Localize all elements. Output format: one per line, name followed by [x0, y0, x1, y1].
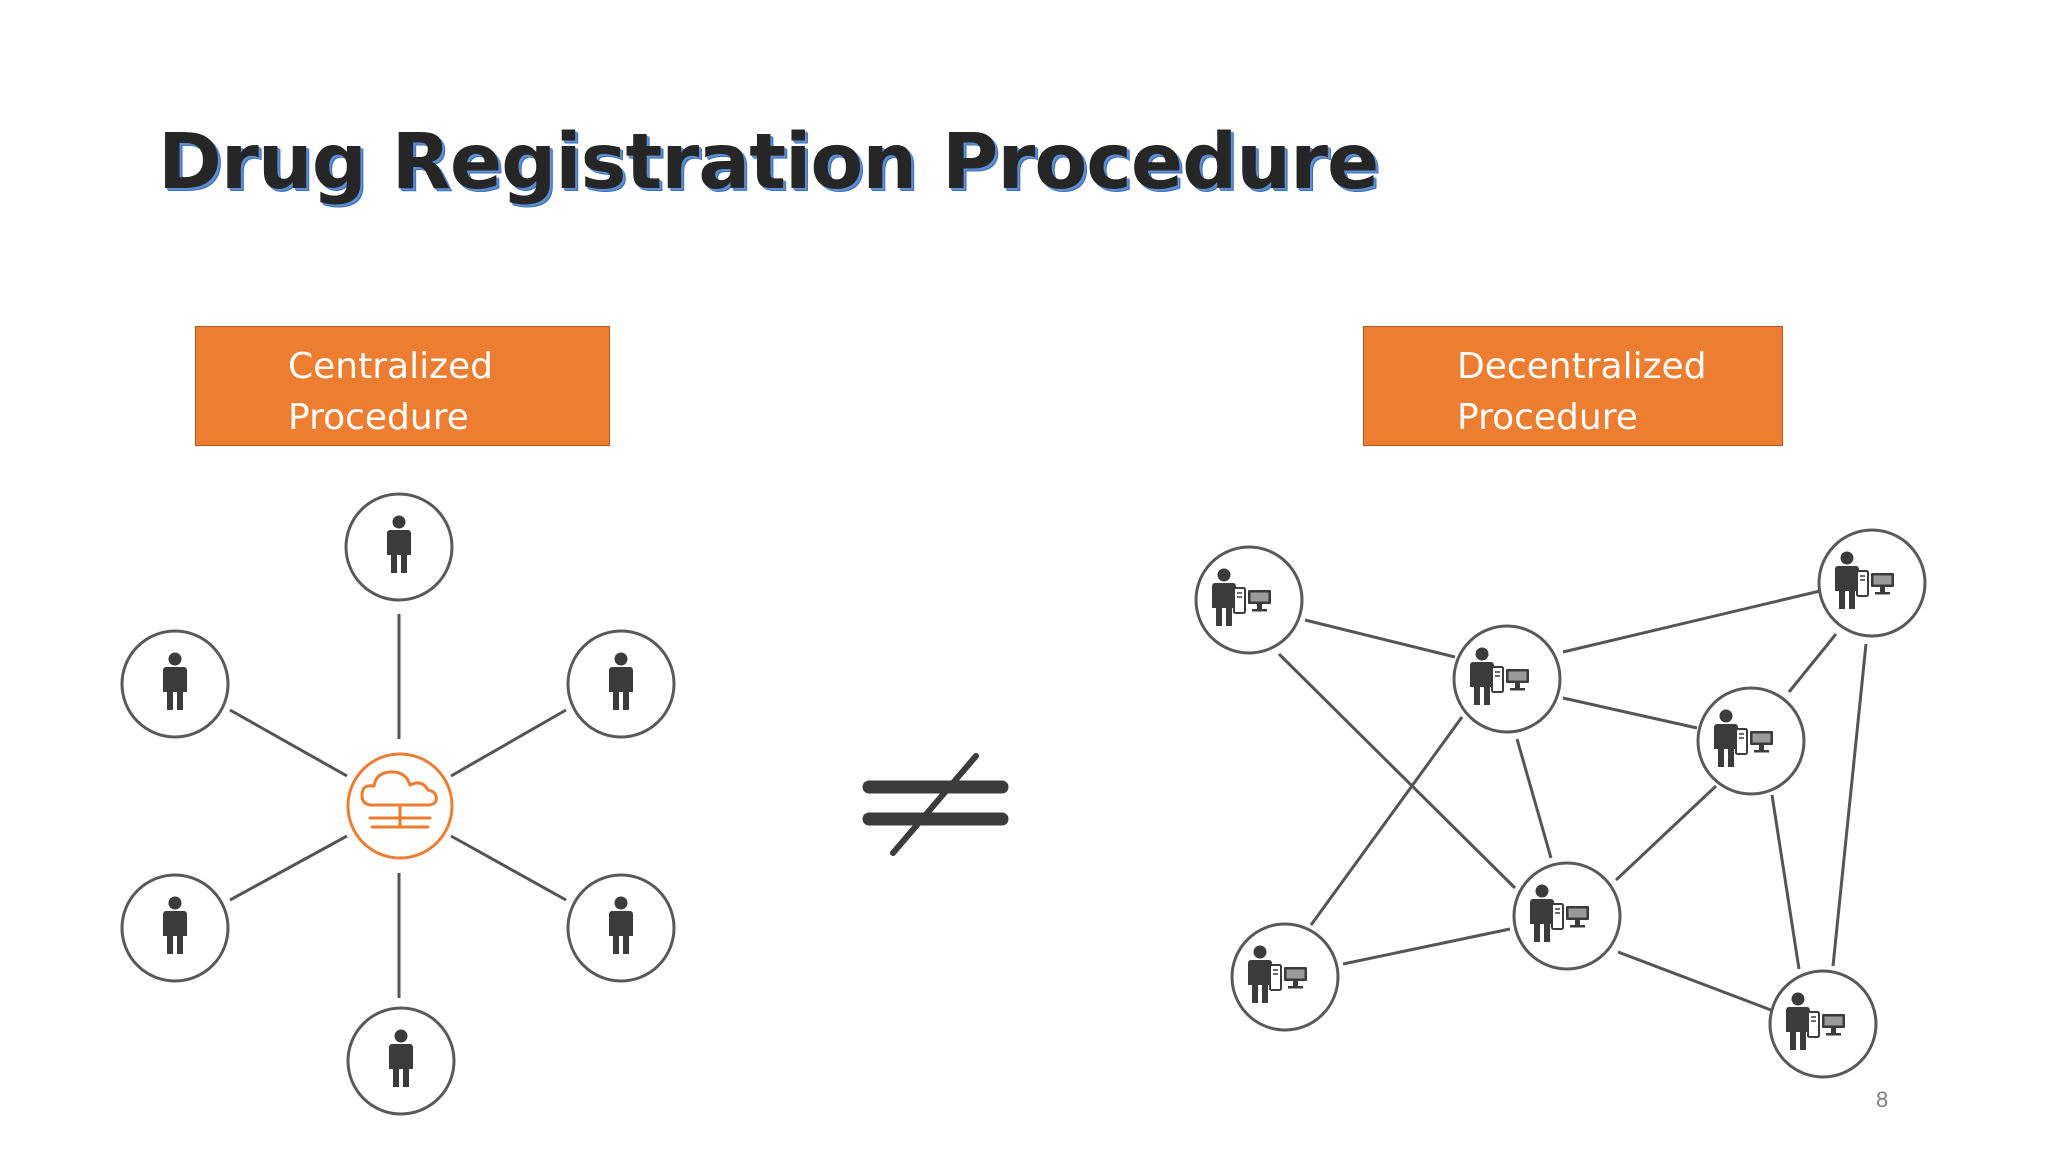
decentralized-node — [1512, 861, 1622, 971]
decentralized-edges — [1277, 589, 1868, 1012]
decentralized-node — [1452, 624, 1562, 734]
decentralized-node — [1768, 969, 1878, 1079]
decentralized-node — [1817, 528, 1927, 638]
centralized-edges — [229, 614, 567, 998]
centralized-person-node — [566, 873, 676, 983]
centralized-procedure-label: Centralized Procedure — [195, 326, 610, 446]
slide-title: Drug Registration Procedure — [158, 118, 1379, 207]
peer-edge — [1342, 927, 1511, 966]
centralized-label-line1: Centralized — [288, 346, 493, 387]
peer-edge — [1304, 618, 1456, 659]
decentralized-node — [1230, 922, 1340, 1032]
cloud-network-icon — [360, 770, 438, 829]
peer-edge — [1614, 784, 1718, 882]
peer-edge — [1831, 643, 1868, 967]
decentralized-diagram — [1194, 528, 1927, 1079]
hub-edge — [450, 708, 567, 778]
decentralized-label-line1: Decentralized — [1457, 346, 1707, 387]
hub-edge — [450, 834, 567, 902]
peer-edge — [1787, 633, 1838, 693]
not-equal-icon — [862, 753, 1009, 856]
peer-edge — [1770, 794, 1801, 970]
peer-edge — [1277, 652, 1517, 890]
centralized-person-node — [346, 1006, 456, 1116]
hub-edge — [229, 708, 348, 778]
hub-edge — [229, 834, 348, 902]
peer-edge — [1309, 716, 1464, 926]
decentralized-label-line2: Procedure — [1457, 397, 1638, 438]
centralized-diagram — [120, 492, 676, 1116]
centralized-person-node — [344, 492, 454, 602]
centralized-person-node — [566, 629, 676, 739]
decentralized-node — [1194, 545, 1304, 655]
centralized-person-node — [120, 873, 230, 983]
decentralized-node — [1696, 686, 1806, 796]
central-hub — [346, 752, 454, 860]
page-number: 8 — [1876, 1087, 1889, 1112]
decentralized-procedure-label: Decentralized Procedure — [1363, 326, 1783, 446]
centralized-label-line2: Procedure — [288, 397, 469, 438]
peer-edge — [1515, 738, 1553, 859]
peer-edge — [1562, 696, 1698, 730]
peer-edge — [1617, 950, 1772, 1012]
centralized-person-node — [120, 629, 230, 739]
peer-edge — [1562, 589, 1821, 654]
